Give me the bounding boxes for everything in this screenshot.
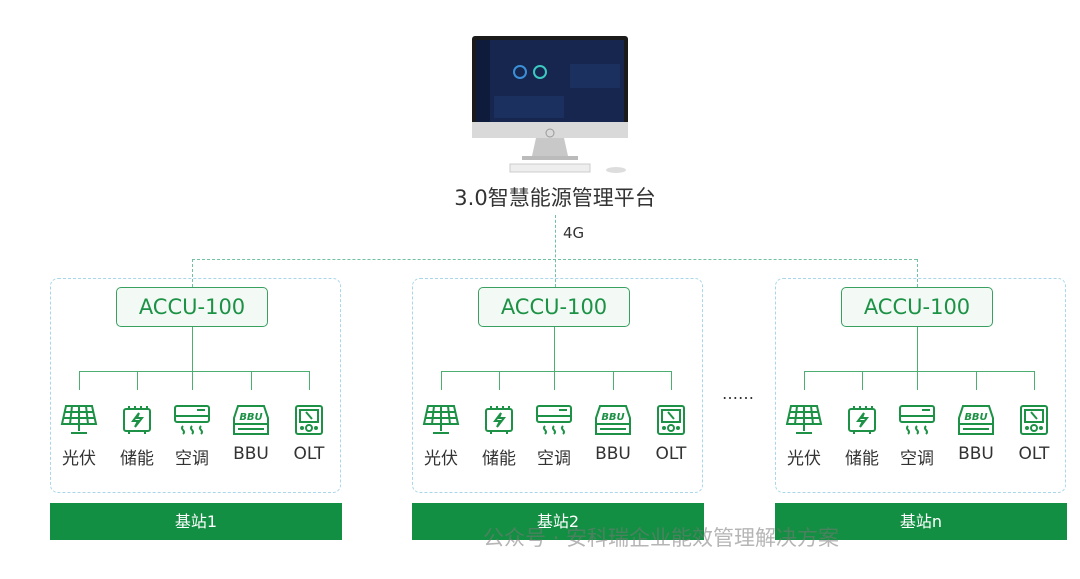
device-label: OLT [1018, 444, 1050, 464]
device-stem [917, 371, 918, 390]
link-label: 4G [563, 224, 585, 242]
device-solar-panel: 光伏 [416, 404, 466, 469]
device-label: 光伏 [787, 449, 821, 469]
device-label: 储能 [120, 449, 154, 469]
station-group [412, 278, 703, 493]
solar-panel-icon [416, 404, 466, 436]
device-stem [862, 371, 863, 390]
uplink-line [555, 215, 556, 287]
device-label: BBU [233, 444, 269, 464]
device-label: 空调 [175, 449, 209, 469]
device-label: BBU [595, 444, 631, 464]
device-stem [441, 371, 442, 390]
svg-text:BBU: BBU [964, 412, 987, 423]
device-solar-panel: 光伏 [779, 404, 829, 469]
accu-controller: ACCU-100 [116, 287, 268, 327]
controller-stem [917, 327, 918, 371]
energy-storage-icon [837, 404, 887, 436]
device-stem [804, 371, 805, 390]
station-group [50, 278, 341, 493]
svg-text:BBU: BBU [601, 412, 624, 423]
device-energy-storage: 储能 [474, 404, 524, 469]
device-energy-storage: 储能 [837, 404, 887, 469]
device-solar-panel: 光伏 [54, 404, 104, 469]
device-stem [554, 371, 555, 390]
controller-stem [554, 327, 555, 371]
device-olt-meter: OLT [284, 404, 334, 464]
device-label: 光伏 [424, 449, 458, 469]
device-label: 光伏 [62, 449, 96, 469]
device-stem [192, 371, 193, 390]
bbu-icon: BBU [951, 404, 1001, 436]
device-label: OLT [293, 444, 325, 464]
device-energy-storage: 储能 [112, 404, 162, 469]
olt-meter-icon [646, 404, 696, 436]
device-bbu: BBU BBU [588, 404, 638, 464]
network-bus-line [192, 259, 917, 260]
device-bbu: BBU BBU [226, 404, 276, 464]
device-stem [137, 371, 138, 390]
device-air-conditioner: 空调 [892, 404, 942, 469]
device-bbu: BBU BBU [951, 404, 1001, 464]
air-conditioner-icon [167, 404, 217, 436]
air-conditioner-icon [529, 404, 579, 436]
bbu-icon: BBU [588, 404, 638, 436]
device-olt-meter: OLT [646, 404, 696, 464]
device-label: 储能 [845, 449, 879, 469]
device-stem [976, 371, 977, 390]
solar-panel-icon [54, 404, 104, 436]
accu-controller: ACCU-100 [841, 287, 993, 327]
olt-meter-icon [1009, 404, 1059, 436]
branch-line [441, 371, 672, 372]
device-label: 储能 [482, 449, 516, 469]
monitor-image [472, 36, 628, 176]
platform-title: 3.0智慧能源管理平台 [454, 186, 656, 210]
drop-line-n [917, 259, 918, 287]
station-name-bar: 基站2 [412, 503, 704, 540]
energy-storage-icon [112, 404, 162, 436]
device-stem [613, 371, 614, 390]
air-conditioner-icon [892, 404, 942, 436]
device-stem [79, 371, 80, 390]
device-stem [309, 371, 310, 390]
olt-meter-icon [284, 404, 334, 436]
drop-line-1 [192, 259, 193, 287]
device-stem [499, 371, 500, 390]
device-label: BBU [958, 444, 994, 464]
watermark: 公众号 · 安科瑞企业能效管理解决方案 [483, 526, 840, 550]
device-olt-meter: OLT [1009, 404, 1059, 464]
energy-storage-icon [474, 404, 524, 436]
device-air-conditioner: 空调 [529, 404, 579, 469]
station-name-bar: 基站n [775, 503, 1067, 540]
ellipsis: …… [722, 384, 754, 403]
device-label: 空调 [537, 449, 571, 469]
branch-line [804, 371, 1035, 372]
device-air-conditioner: 空调 [167, 404, 217, 469]
solar-panel-icon [779, 404, 829, 436]
controller-stem [192, 327, 193, 371]
station-group [775, 278, 1066, 493]
device-label: OLT [655, 444, 687, 464]
device-stem [251, 371, 252, 390]
device-stem [1034, 371, 1035, 390]
branch-line [79, 371, 310, 372]
device-label: 空调 [900, 449, 934, 469]
device-stem [671, 371, 672, 390]
bbu-icon: BBU [226, 404, 276, 436]
station-name-bar: 基站1 [50, 503, 342, 540]
accu-controller: ACCU-100 [478, 287, 630, 327]
svg-text:BBU: BBU [239, 412, 262, 423]
